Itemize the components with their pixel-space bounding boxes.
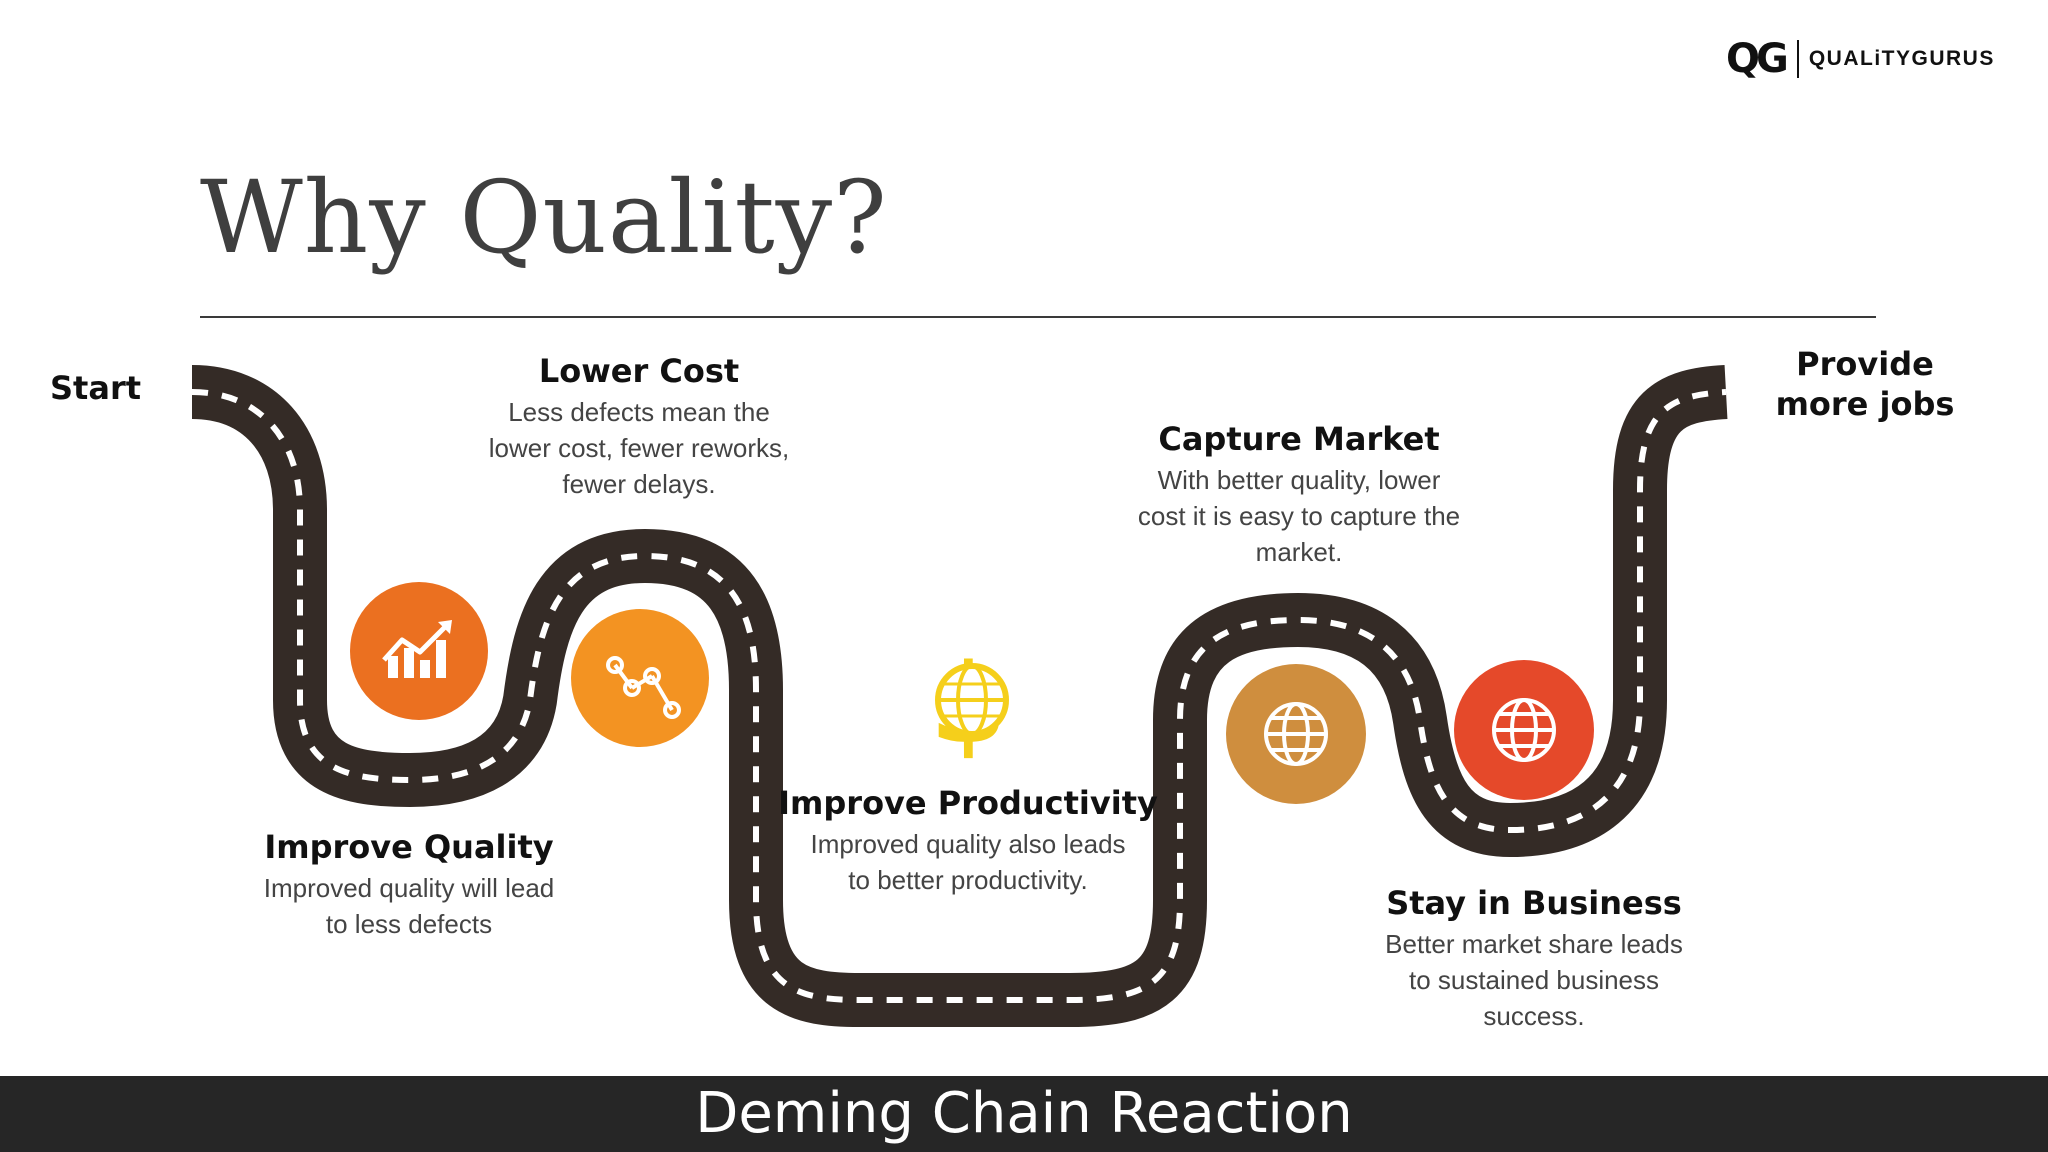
step-stay-in-business: Stay in Business Better market share lea… (1334, 882, 1734, 1034)
page-title: Why Quality? (200, 159, 888, 276)
step-desc: With better quality, lower cost it is ea… (1137, 465, 1461, 567)
step-improve-quality: Improve Quality Improved quality will le… (209, 826, 609, 942)
title-underline (200, 316, 1876, 318)
qualitygurus-logo: QG QUALiTYGURUS (1726, 36, 1995, 82)
step-title: Lower Cost (538, 352, 740, 390)
step-lower-cost: Lower Cost Less defects mean the lower c… (439, 350, 839, 502)
lower-cost-circle (571, 609, 709, 747)
step-title: Improve Productivity (778, 784, 1158, 822)
logo-mark: QG (1726, 36, 1789, 82)
start-label: Start (50, 369, 142, 407)
step-desc: Better market share leads to sustained b… (1385, 929, 1683, 1031)
dollar-globe-icon: $ (930, 640, 1009, 768)
end-label-line1: Provide (1796, 345, 1934, 383)
capture-market-badge (1226, 664, 1366, 804)
stay-in-business-badge (1454, 660, 1594, 800)
step-title: Stay in Business (1386, 884, 1682, 922)
step-capture-market: Capture Market With better quality, lowe… (1099, 418, 1499, 570)
improve-quality-badge (350, 582, 488, 720)
logo-divider (1796, 40, 1799, 78)
end-label-line2: more jobs (1775, 385, 1955, 423)
step-desc: Improved quality will lead to less defec… (263, 873, 555, 939)
step-desc: Less defects mean the lower cost, fewer … (488, 397, 790, 499)
road-center-dashes (191, 389, 1727, 1003)
globe-icon (1492, 698, 1556, 762)
end-label: Provide more jobs (1760, 344, 1970, 424)
globe-icon (1264, 702, 1328, 766)
step-title: Capture Market (1158, 420, 1440, 458)
road (190, 365, 1728, 1027)
step-desc: Improved quality also leads to better pr… (810, 829, 1126, 895)
network-nodes-icon (606, 656, 681, 719)
chart-up-icon (382, 620, 452, 678)
step-improve-productivity: Improve Productivity Improved quality al… (768, 782, 1168, 898)
step-title: Improve Quality (264, 828, 554, 866)
footer-bar: Deming Chain Reaction (0, 1076, 2048, 1152)
footer-title: Deming Chain Reaction (695, 1081, 1353, 1146)
logo-name: QUALiTYGURUS (1808, 47, 1995, 70)
lower-cost-badge (571, 609, 709, 747)
